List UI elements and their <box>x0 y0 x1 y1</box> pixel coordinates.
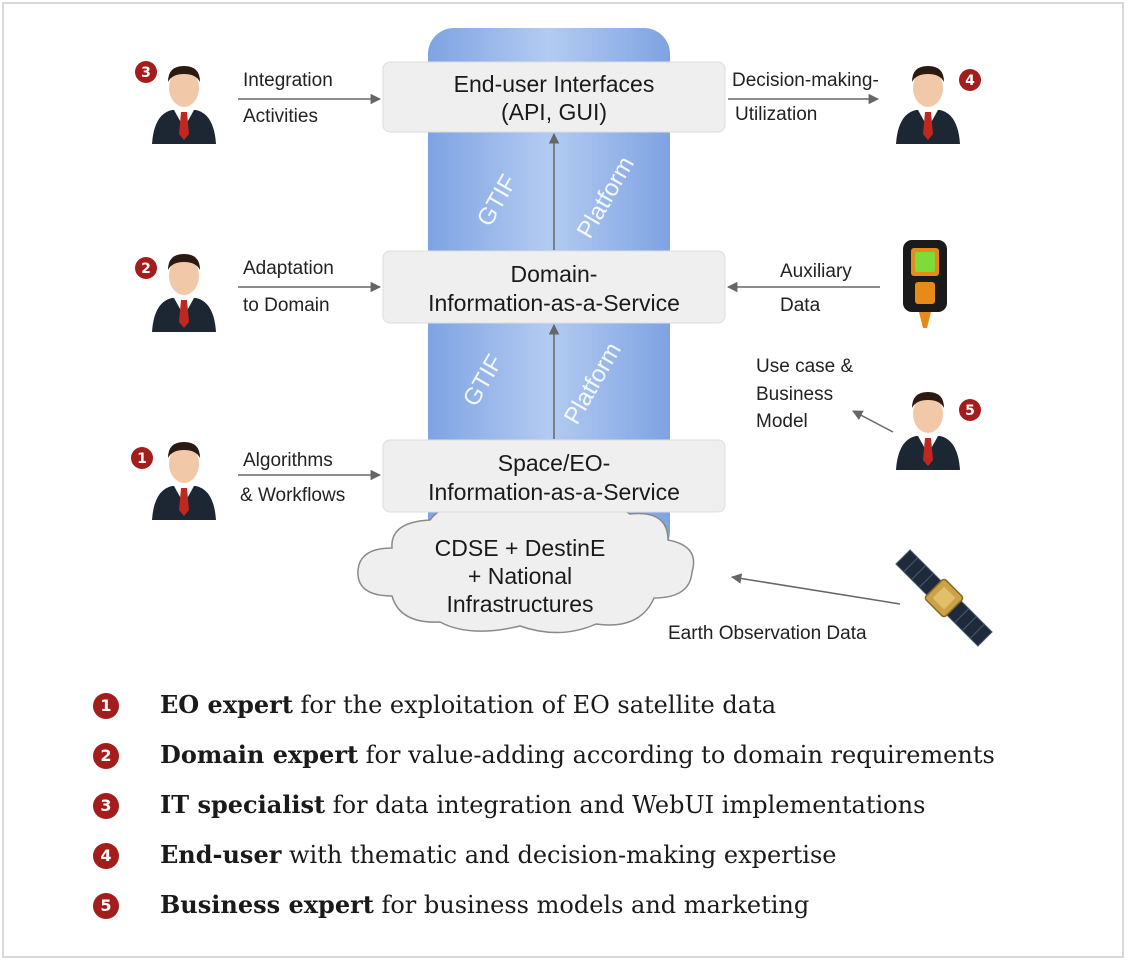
badge-5: 5 <box>959 399 981 421</box>
use-case-label-3: Model <box>756 411 808 432</box>
architecture-diagram: GTIF Platform GTIF Platform CDSE + Desti… <box>131 28 993 647</box>
legend-badge-4: 4 <box>93 843 119 869</box>
legend-text-1: EO expert for the exploitation of EO sat… <box>160 690 777 719</box>
person-icon-domain-expert <box>152 254 216 332</box>
cloud-line-3: Infrastructures <box>447 591 594 617</box>
algorithms-label-1: Algorithms <box>243 450 333 471</box>
use-case-label-2: Business <box>756 384 833 405</box>
domain-service-box: Domain- Information-as-a-Service <box>382 250 726 324</box>
badge-1: 1 <box>131 447 153 469</box>
legend-item-1: 1 EO expert for the exploitation of EO s… <box>0 690 1128 730</box>
badge-4: 4 <box>959 69 981 91</box>
auxiliary-label-1: Auxiliary <box>780 261 852 282</box>
svg-text:3: 3 <box>141 65 151 81</box>
domain-service-line-2: Information-as-a-Service <box>428 290 680 316</box>
legend-text-5: Business expert for business models and … <box>160 890 810 919</box>
eo-data-label: Earth Observation Data <box>668 623 867 644</box>
legend-item-5: 5 Business expert for business models an… <box>0 890 1128 930</box>
arrow-use-case <box>852 410 894 433</box>
legend-text-4: End-user with thematic and decision-maki… <box>160 840 837 869</box>
satellite-icon <box>895 549 993 647</box>
legend-badge-3: 3 <box>93 793 119 819</box>
end-user-interfaces-line-1: End-user Interfaces <box>454 71 655 97</box>
auxiliary-label-2: Data <box>780 295 821 316</box>
legend-item-4: 4 End-user with thematic and decision-ma… <box>0 840 1128 880</box>
legend-badge-5: 5 <box>93 893 119 919</box>
legend-badge-2: 2 <box>93 743 119 769</box>
svg-text:2: 2 <box>141 261 151 277</box>
space-service-line-1: Space/EO- <box>498 450 611 476</box>
person-icon-it-specialist <box>152 66 216 144</box>
space-service-line-2: Information-as-a-Service <box>428 479 680 505</box>
person-icon-business-expert <box>896 392 960 470</box>
svg-text:4: 4 <box>965 73 975 89</box>
decision-label-2: Utilization <box>735 104 817 125</box>
person-icon-end-user <box>896 66 960 144</box>
badge-2: 2 <box>135 257 157 279</box>
svg-text:5: 5 <box>965 403 975 419</box>
cloud-line-2: + National <box>468 563 572 589</box>
integration-label-1: Integration <box>243 70 333 91</box>
badge-3: 3 <box>135 61 157 83</box>
cloud-line-1: CDSE + DestinE <box>435 535 606 561</box>
infrastructure-cloud: CDSE + DestinE + National Infrastructure… <box>357 498 695 634</box>
use-case-label-1: Use case & <box>756 356 853 377</box>
sensor-device-icon <box>903 240 947 328</box>
decision-label-1: Decision-making- <box>732 70 879 91</box>
integration-label-2: Activities <box>243 106 318 127</box>
person-icon-eo-expert <box>152 442 216 520</box>
adaptation-label-1: Adaptation <box>243 258 334 279</box>
space-service-box: Space/EO- Information-as-a-Service <box>382 439 726 513</box>
legend-item-3: 3 IT specialist for data integration and… <box>0 790 1128 830</box>
legend-badge-1: 1 <box>93 693 119 719</box>
legend-text-2: Domain expert for value-adding according… <box>160 740 995 769</box>
arrow-eo-data <box>730 573 901 605</box>
algorithms-label-2: & Workflows <box>240 485 345 506</box>
legend-item-2: 2 Domain expert for value-adding accordi… <box>0 740 1128 780</box>
adaptation-label-2: to Domain <box>243 295 330 316</box>
domain-service-line-1: Domain- <box>511 261 598 287</box>
end-user-interfaces-box: End-user Interfaces (API, GUI) <box>382 61 726 133</box>
end-user-interfaces-line-2: (API, GUI) <box>501 99 607 125</box>
legend-text-3: IT specialist for data integration and W… <box>160 790 926 819</box>
svg-text:1: 1 <box>137 451 147 467</box>
